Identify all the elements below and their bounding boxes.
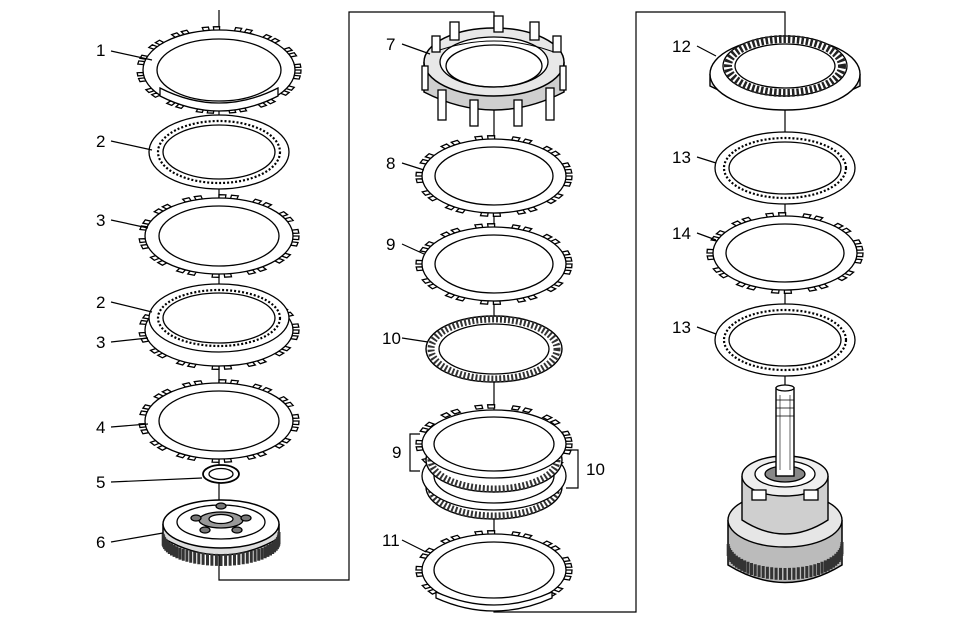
part-9-steel-plate: [415, 223, 573, 305]
leader-lines: [110, 43, 717, 553]
callout-label: 5: [96, 473, 105, 492]
callout-label: 12: [672, 37, 691, 56]
part-13-friction-plate: [714, 131, 856, 205]
part-9-10-plate-stack: [415, 404, 573, 520]
shaft-and-drum-assembly: [726, 384, 844, 584]
callout-label: 1: [96, 41, 105, 60]
callout-label: 7: [386, 35, 395, 54]
callout-label: 9: [392, 443, 401, 462]
part-8-steel-plate: [415, 135, 573, 217]
part-7-clutch-housing: [421, 15, 567, 127]
gear-teeth: [726, 542, 844, 580]
callout-label: 3: [96, 333, 105, 352]
callout-labels: 1 2 3 2 3 4 5 6 7 8 9 10 9 10 11 12 13 1…: [96, 35, 691, 552]
part-10-friction-plate: [425, 315, 563, 383]
callout-label: 2: [96, 293, 105, 312]
callout-label: 13: [672, 318, 691, 337]
gear-teeth: [161, 532, 281, 566]
callout-label: 11: [382, 531, 400, 550]
callout-label: 9: [386, 235, 395, 254]
callout-label: 8: [386, 154, 395, 173]
part-12-sprag-clutch: [709, 35, 861, 111]
callout-label: 6: [96, 533, 105, 552]
assembly-path-line: [218, 10, 786, 613]
callout-label: 10: [382, 329, 401, 348]
callout-label: 14: [672, 224, 691, 243]
part-3-steel-plate: [138, 194, 300, 278]
callout-label: 13: [672, 148, 691, 167]
plate-lugs: [415, 135, 573, 217]
plate-lugs: [136, 26, 302, 114]
part-4-steel-plate: [138, 379, 300, 463]
part-13-friction-plate-b: [714, 303, 856, 377]
part-2-friction-plate: [148, 114, 290, 190]
plate-lugs: [415, 223, 573, 305]
part-5-snap-ring: [202, 464, 240, 484]
callout-label: 3: [96, 211, 105, 230]
callout-label: 4: [96, 418, 105, 437]
plate-lugs: [138, 379, 300, 463]
part-2-3-stacked-plates: [138, 283, 300, 370]
callout-label: 2: [96, 132, 105, 151]
part-14-steel-plate: [706, 212, 864, 294]
part-6-gear-hub: [161, 499, 281, 566]
plate-lugs: [138, 194, 300, 278]
plate-lugs: [706, 212, 864, 294]
part-11-steel-plate: [415, 530, 573, 612]
callout-label: 10: [586, 460, 605, 479]
part-1-steel-plate: [136, 26, 302, 114]
